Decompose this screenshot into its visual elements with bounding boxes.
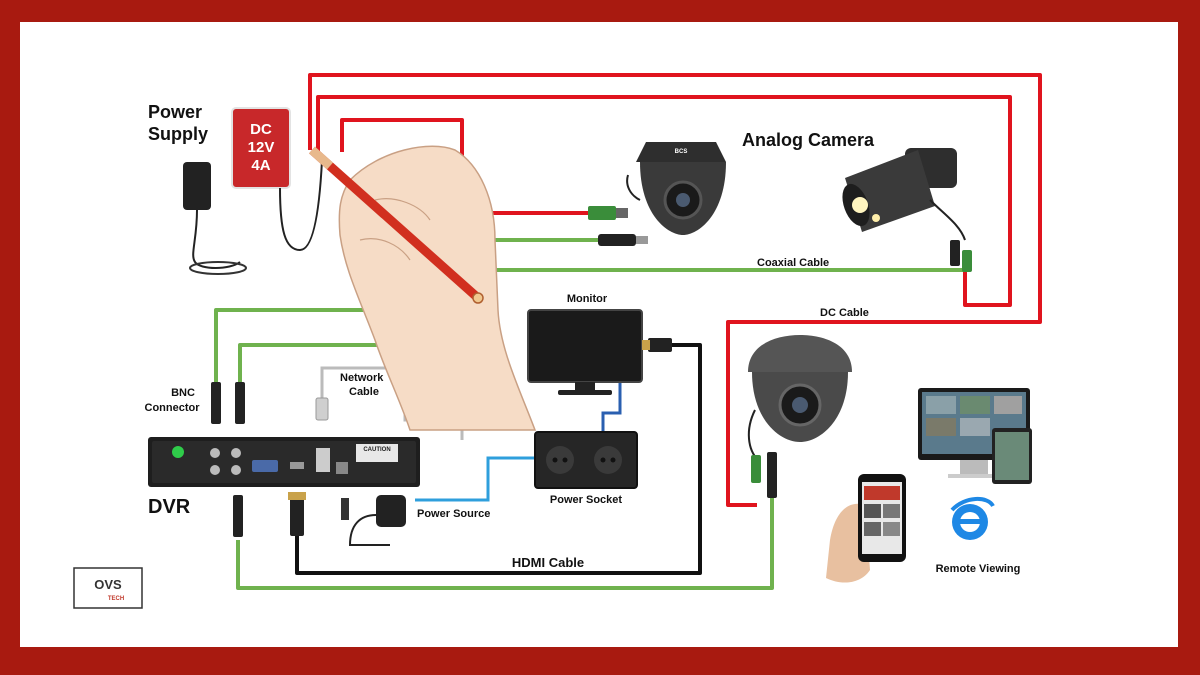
lower-dome-camera-icon [747,335,852,461]
dc-wire-outer [308,73,1042,507]
coax-wire-left [214,308,395,385]
power-adapter-icon [341,495,406,546]
psu-label-dc: DC [250,121,272,138]
logo-text-ovs: OVS [94,577,122,592]
analog-camera-label: Analog Camera [742,130,875,150]
monitor-icon [527,309,643,395]
power-source-wire [415,456,555,502]
bnc-plug-icons [211,382,245,424]
hand-drawing-illustration [309,145,537,431]
dvr-unit-icon: CAUTION [148,437,420,487]
psu-label-amps: 4A [251,157,270,174]
coax-wire-dome-top [238,343,420,385]
power-socket-label: Power Socket [550,494,622,506]
wall-adapter [183,162,247,275]
power-supply-label-1: Power [148,102,202,122]
bullet-camera-icon [842,148,966,241]
coaxial-cable-label: Coaxial Cable [757,257,829,269]
dvr-label: DVR [148,496,191,518]
dc-wire-inner [340,118,588,215]
dc-wires [308,73,1042,507]
power-socket-icon [534,431,638,489]
camera-brand-label: BCS [675,149,688,155]
bnc-connector-label-1: BNC [171,387,195,399]
lower-camera-connectors [751,452,777,498]
monitor-label: Monitor [567,293,608,305]
dc-connector-cam1-icon [588,206,628,220]
rj45-plug-icon [315,397,329,421]
tablet-icon [992,428,1032,484]
remote-viewing-label: Remote Viewing [936,563,1021,575]
bullet-camera-connectors [950,240,972,272]
bnc-connector-label-2: Connector [145,402,201,414]
hdmi-wire [295,343,702,575]
dc-wire-middle [316,95,1012,307]
internet-explorer-icon [950,497,995,540]
power-supply-label-2: Supply [148,124,208,144]
hand-with-phone-icon [826,474,906,583]
dvr-bottom-connectors [233,492,306,537]
coaxial-wires [214,238,965,590]
dvr-caution-label: CAUTION [363,447,390,453]
ovs-tech-logo: OVS TECH [73,567,143,609]
dvr-power-led-icon [172,446,184,458]
pencil-icon [309,146,481,302]
hdmi-plug-monitor-icon [642,338,672,352]
hdmi-cable-label: HDMI Cable [512,555,584,570]
logo-text-tech: TECH [108,596,124,602]
psu-label-voltage: 12V [248,139,275,156]
dc-power-supply-box: DC 12V 4A [231,107,323,252]
coax-wire-bottom [236,498,774,590]
network-cable-label-2: Cable [349,386,379,398]
power-source-label: Power Source [417,508,490,520]
bnc-connector-cam1-icon [598,234,648,246]
network-cable-label-1: Network [340,372,384,384]
dc-cable-label: DC Cable [820,307,869,319]
dome-camera-icon: BCS [626,142,726,235]
